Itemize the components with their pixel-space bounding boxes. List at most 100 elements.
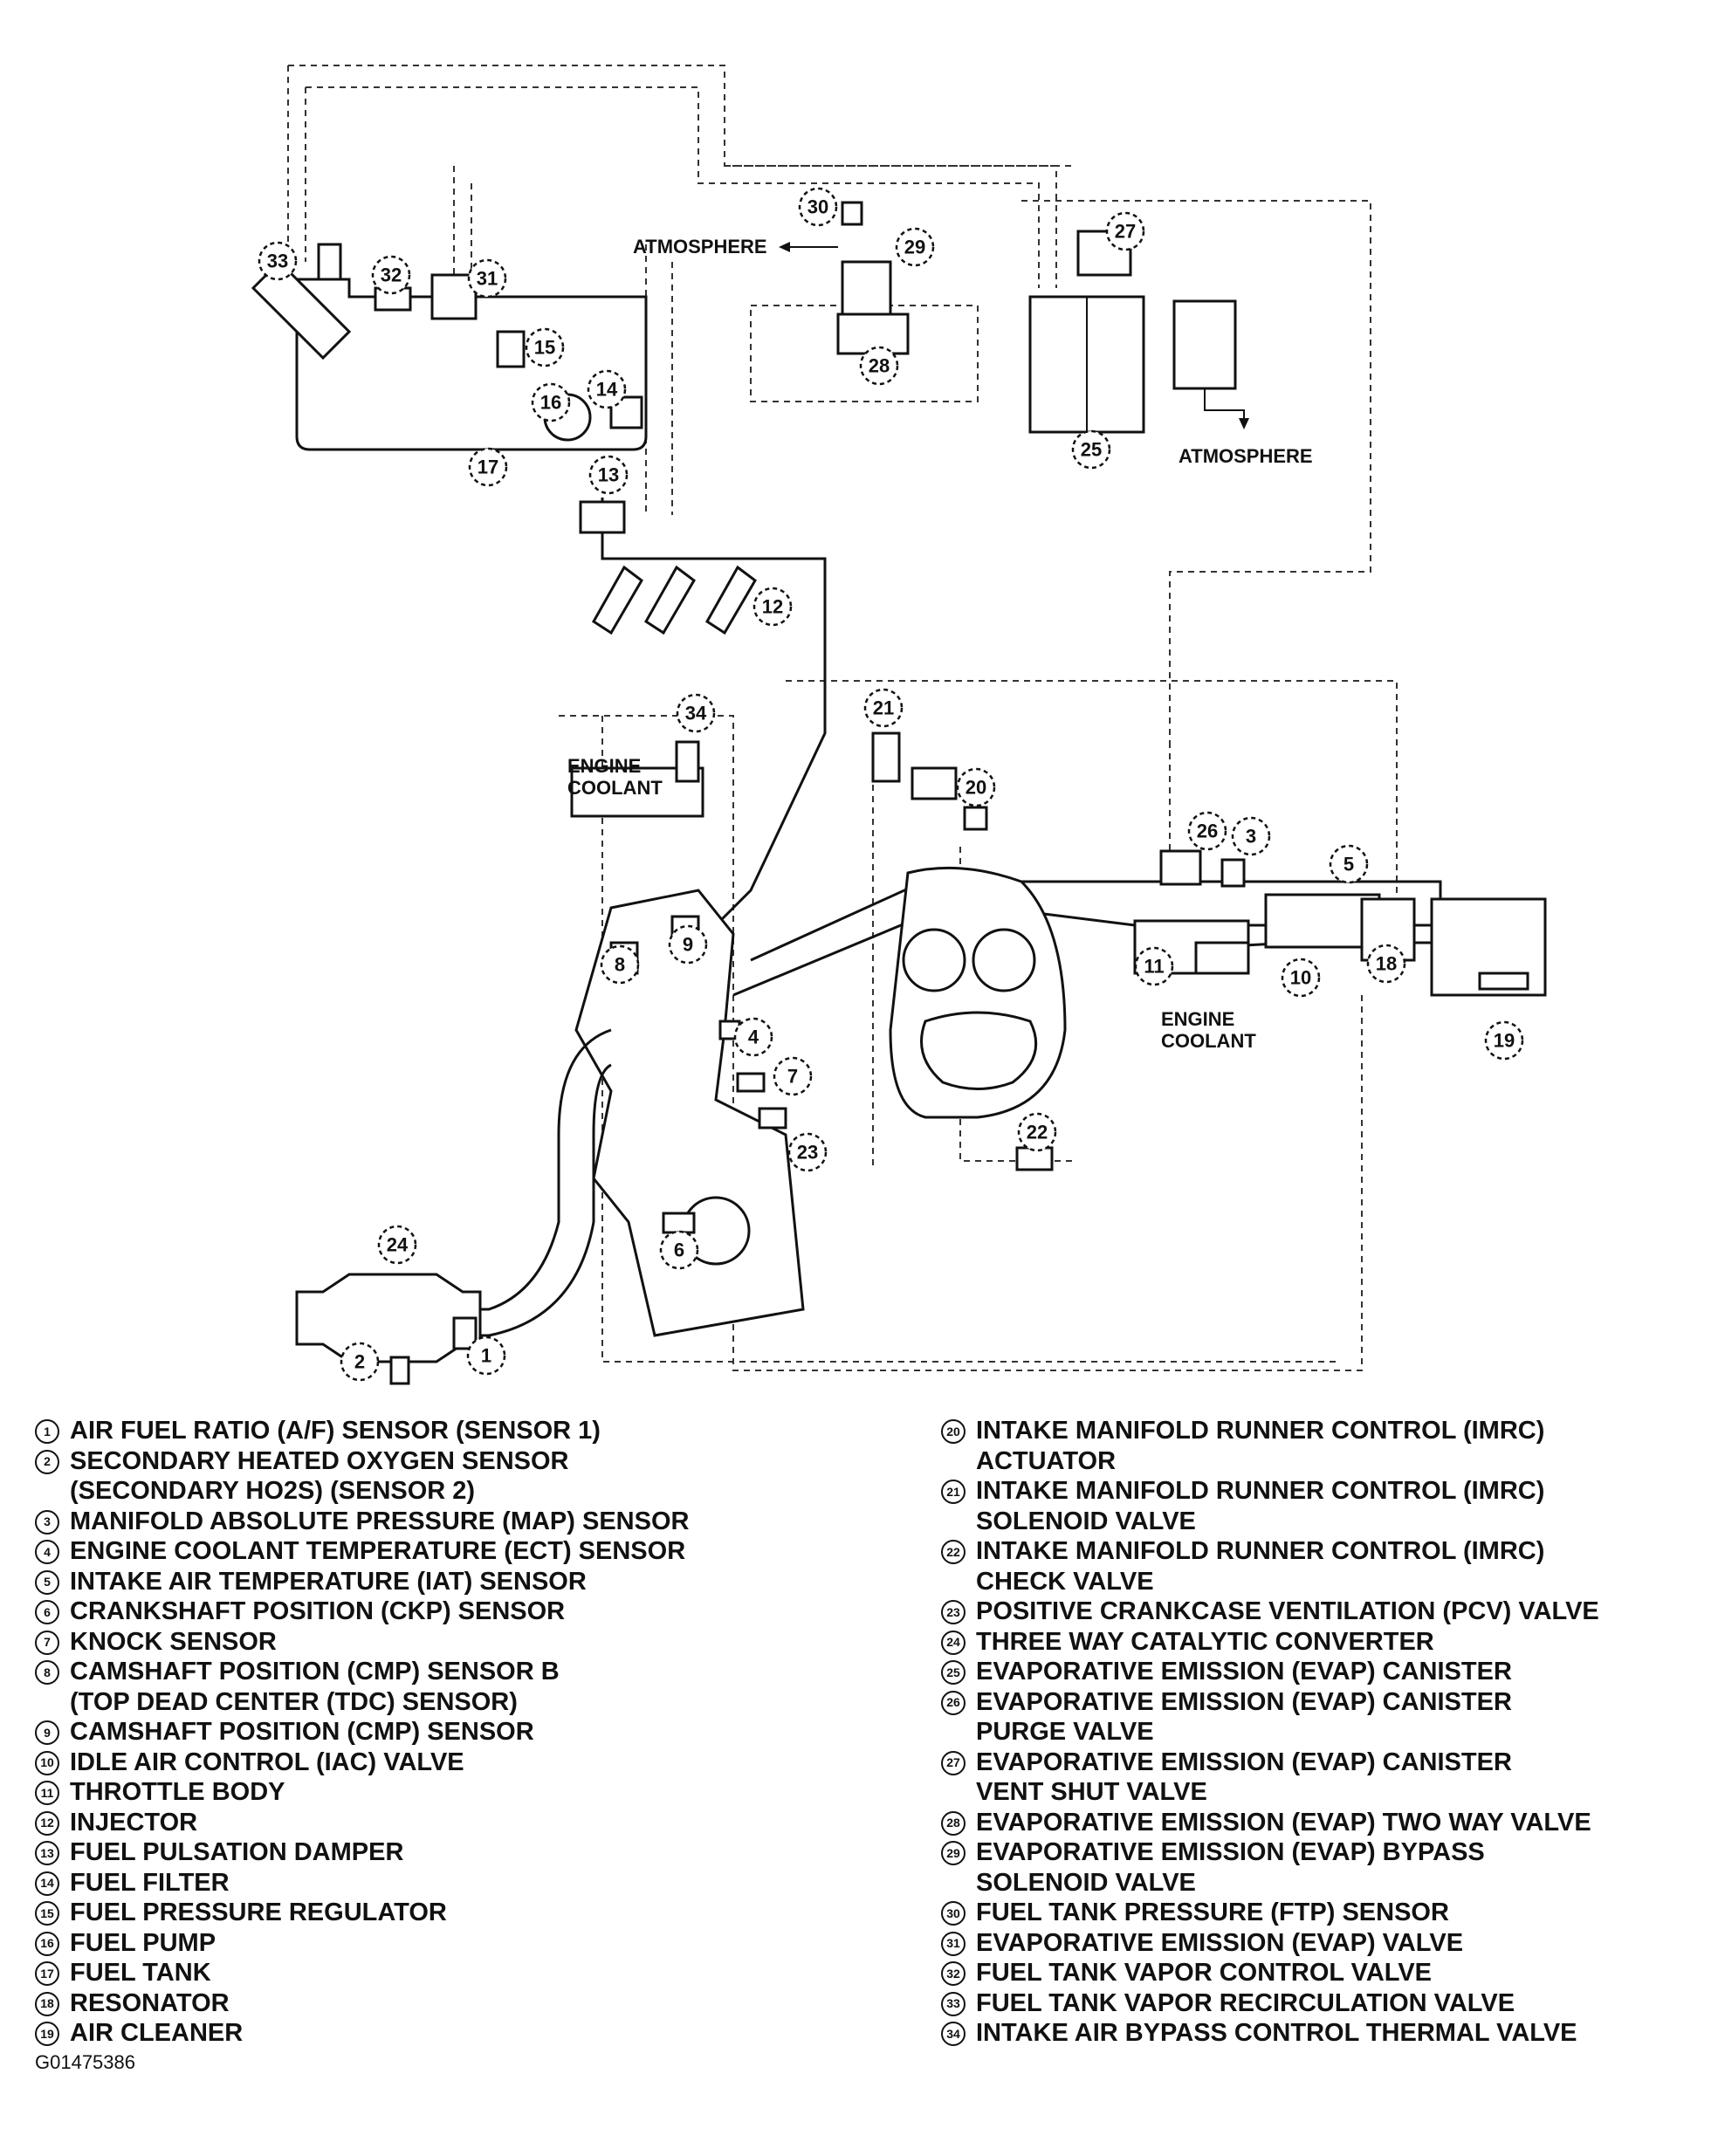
callout-number: 2 bbox=[354, 1351, 365, 1373]
legend-text: INTAKE AIR TEMPERATURE (IAT) SENSOR bbox=[70, 1567, 587, 1596]
callout-number: 4 bbox=[748, 1027, 759, 1048]
callout-number: 24 bbox=[387, 1234, 409, 1256]
callout-number: 12 bbox=[762, 596, 783, 618]
callout-30: 30 bbox=[798, 187, 838, 227]
callout-12: 12 bbox=[752, 587, 793, 627]
callout-number: 5 bbox=[1343, 854, 1354, 875]
callout-33: 33 bbox=[258, 241, 298, 281]
callout-circle bbox=[1134, 946, 1174, 986]
injector-icons bbox=[592, 565, 757, 635]
legend-number: 7 bbox=[35, 1630, 59, 1655]
callout-number: 14 bbox=[596, 379, 618, 401]
legend-number: 8 bbox=[35, 1660, 59, 1685]
legend-text: MANIFOLD ABSOLUTE PRESSURE (MAP) SENSOR bbox=[70, 1507, 690, 1535]
emission-system-diagram: ATMOSPHERE ATMOSPHERE ENGINE COOLANT ENG… bbox=[251, 65, 1547, 1385]
callout-numbers: 1234567891011121314151617181920212223242… bbox=[258, 187, 1524, 1382]
callout-27: 27 bbox=[1105, 211, 1145, 251]
legend-number: 29 bbox=[941, 1841, 966, 1865]
legend-number: 4 bbox=[35, 1540, 59, 1564]
legend-item-5: 5 INTAKE AIR TEMPERATURE (IAT) SENSOR bbox=[35, 1567, 908, 1597]
legend-number: 2 bbox=[35, 1449, 59, 1474]
callout-7: 7 bbox=[773, 1056, 813, 1096]
legend-text: FUEL TANK VAPOR RECIRCULATION VALVE bbox=[976, 1988, 1515, 2017]
callout-circle bbox=[798, 187, 838, 227]
legend-number: 6 bbox=[35, 1600, 59, 1624]
callout-circle bbox=[1105, 211, 1145, 251]
callout-circle bbox=[600, 944, 640, 985]
callout-10: 10 bbox=[1281, 958, 1321, 998]
callout-circle bbox=[1187, 811, 1227, 851]
callout-23: 23 bbox=[787, 1132, 828, 1172]
af-sensor-icon bbox=[452, 1316, 478, 1350]
legend-number: 24 bbox=[941, 1630, 966, 1655]
callout-circle bbox=[377, 1225, 417, 1265]
legend-number: 13 bbox=[35, 1841, 59, 1865]
callout-number: 6 bbox=[674, 1239, 684, 1261]
legend-text: RESONATOR bbox=[70, 1988, 230, 2017]
callout-9: 9 bbox=[668, 924, 708, 965]
evap-valves bbox=[779, 201, 910, 355]
callout-number: 29 bbox=[904, 237, 925, 258]
imrc-filter-icon bbox=[911, 766, 958, 800]
engine-coolant-label-upper: ENGINE COOLANT bbox=[567, 755, 663, 799]
legend-number: 1 bbox=[35, 1419, 59, 1444]
figure-id: G01475386 bbox=[35, 2051, 135, 2073]
callout-circle bbox=[863, 688, 904, 728]
callout-circle bbox=[1071, 429, 1111, 470]
legend-text: SECONDARY HEATED OXYGEN SENSOR (SECONDAR… bbox=[70, 1446, 569, 1506]
callout-circle bbox=[895, 227, 935, 267]
fuel-rail bbox=[579, 498, 827, 944]
callout-2: 2 bbox=[340, 1342, 380, 1382]
thermal-valve-icon bbox=[675, 740, 700, 783]
callout-34: 34 bbox=[676, 693, 716, 733]
purge-valve-icon bbox=[1159, 849, 1202, 886]
legend-text: CAMSHAFT POSITION (CMP) SENSOR B (TOP DE… bbox=[70, 1658, 560, 1716]
legend-number: 33 bbox=[941, 1991, 966, 2016]
callout-5: 5 bbox=[1329, 844, 1369, 884]
vapor-recirculation-valve-icon bbox=[317, 243, 342, 281]
callout-1: 1 bbox=[466, 1335, 506, 1376]
evap-canister bbox=[1028, 230, 1249, 434]
legend-number: 25 bbox=[941, 1660, 966, 1685]
callout-circle bbox=[1366, 944, 1406, 984]
map-sensor-icon bbox=[1220, 858, 1246, 888]
legend-text: POSITIVE CRANKCASE VENTILATION (PCV) VAL… bbox=[976, 1597, 1599, 1625]
legend-number: 9 bbox=[35, 1720, 59, 1745]
callout-32: 32 bbox=[371, 255, 411, 295]
callout-3: 3 bbox=[1231, 816, 1271, 856]
callout-circle bbox=[371, 255, 411, 295]
legend-number: 5 bbox=[35, 1569, 59, 1595]
legend-number: 11 bbox=[35, 1781, 59, 1805]
callout-number: 34 bbox=[685, 703, 707, 724]
imrc bbox=[871, 731, 1054, 1171]
callout-number: 3 bbox=[1246, 826, 1256, 848]
callout-number: 7 bbox=[787, 1066, 798, 1088]
callout-6: 6 bbox=[659, 1230, 699, 1270]
callout-number: 17 bbox=[478, 457, 498, 478]
callout-26: 26 bbox=[1187, 811, 1227, 851]
legend-number: 23 bbox=[941, 1600, 966, 1624]
callout-circle bbox=[588, 455, 629, 495]
legend-number: 10 bbox=[35, 1750, 59, 1775]
legend-text: FUEL PUMP bbox=[70, 1928, 216, 1957]
callout-8: 8 bbox=[600, 944, 640, 985]
legend-number: 17 bbox=[35, 1961, 59, 1986]
legend-number: 34 bbox=[941, 2022, 966, 2046]
callout-19: 19 bbox=[1484, 1020, 1524, 1061]
callout-17: 17 bbox=[468, 447, 508, 487]
callout-circle bbox=[587, 369, 627, 409]
callout-number: 11 bbox=[1144, 956, 1164, 978]
callout-number: 33 bbox=[267, 251, 288, 272]
callout-15: 15 bbox=[525, 327, 565, 367]
